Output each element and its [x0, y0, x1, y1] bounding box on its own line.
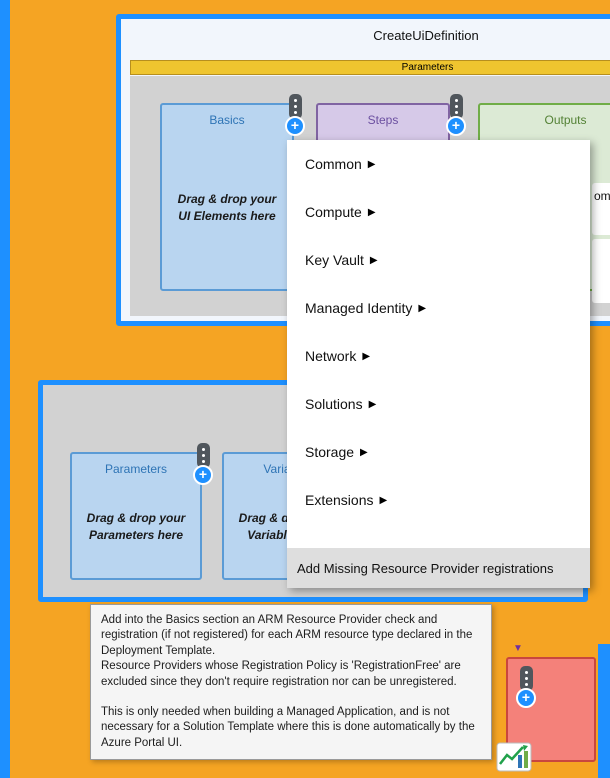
chart-icon[interactable]: [496, 742, 532, 772]
clipped-flyout-text: om: [594, 189, 610, 203]
submenu-arrow-icon: ▶: [367, 206, 376, 218]
parameters-label: Parameters: [104, 462, 168, 476]
tooltip-paragraph-1: Add into the Basics section an ARM Resou…: [101, 614, 473, 657]
panel-title: CreateUiDefinition: [373, 28, 479, 43]
insert-handle-basics-steps[interactable]: +: [285, 94, 305, 136]
add-element-button[interactable]: +: [446, 116, 466, 136]
menu-spacer: [287, 524, 590, 548]
steps-label: Steps: [367, 113, 399, 127]
add-element-button[interactable]: +: [516, 688, 536, 708]
menu-item-label: Compute: [305, 204, 362, 220]
submenu-arrow-icon: ▶: [362, 350, 371, 362]
menu-item-label: Common: [305, 156, 362, 172]
submenu-arrow-icon: ▶: [418, 302, 427, 314]
menu-item-network[interactable]: Network ▶: [287, 332, 590, 380]
menu-item-add-missing-rp-registrations[interactable]: Add Missing Resource Provider registrati…: [287, 548, 590, 588]
clipped-panel-edge: [598, 644, 610, 778]
drag-dots-icon[interactable]: [519, 666, 533, 691]
add-element-button[interactable]: +: [285, 116, 305, 136]
tooltip: Add into the Basics section an ARM Resou…: [90, 604, 492, 761]
add-element-button[interactable]: +: [193, 465, 213, 485]
menu-item-common[interactable]: Common ▶: [287, 140, 590, 188]
parameters-hint: Drag & drop your Parameters here: [86, 511, 186, 542]
outputs-label: Outputs: [544, 113, 587, 127]
menu-item-managed-identity[interactable]: Managed Identity ▶: [287, 284, 590, 332]
menu-item-label: Managed Identity: [305, 300, 413, 316]
drag-dots-icon[interactable]: [196, 443, 210, 468]
menu-item-key-vault[interactable]: Key Vault ▶: [287, 236, 590, 284]
basics-dropzone[interactable]: Basics Drag & drop your UI Elements here: [160, 103, 294, 291]
drag-dots-icon[interactable]: [449, 94, 463, 119]
left-edge-panel: [0, 0, 10, 778]
element-context-menu: Common ▶ Compute ▶ Key Vault ▶ Managed I…: [287, 140, 590, 588]
drag-dots-icon[interactable]: [288, 94, 302, 119]
insert-handle-steps-outputs[interactable]: +: [446, 94, 466, 136]
submenu-arrow-icon: ▶: [368, 398, 377, 410]
submenu-arrow-icon: ▶: [360, 446, 368, 458]
menu-item-label: Key Vault: [305, 252, 364, 268]
tooltip-paragraph-3: This is only needed when building a Mana…: [101, 706, 475, 749]
menu-item-compute[interactable]: Compute ▶: [287, 188, 590, 236]
dropdown-triangle-icon[interactable]: ▼: [513, 643, 523, 654]
parameters-header-bar[interactable]: Parameters: [130, 60, 610, 75]
menu-item-label: Solutions: [305, 396, 363, 412]
basics-label: Basics: [209, 113, 245, 127]
insert-handle-parameters-variables[interactable]: +: [193, 443, 213, 485]
menu-item-solutions[interactable]: Solutions ▶: [287, 380, 590, 428]
menu-item-label: Storage: [305, 444, 355, 460]
basics-hint: Drag & drop your UI Elements here: [177, 192, 277, 223]
submenu-arrow-icon: ▶: [369, 254, 378, 266]
parameters-dropzone[interactable]: Parameters Drag & drop your Parameters h…: [70, 452, 202, 580]
insert-handle-resource[interactable]: +: [516, 666, 536, 708]
submenu-arrow-icon: ▶: [367, 158, 376, 170]
menu-item-label: Extensions: [305, 492, 374, 508]
submenu-arrow-icon: ▶: [379, 494, 388, 506]
tooltip-paragraph-2: Resource Providers whose Registration Po…: [101, 660, 461, 688]
menu-item-label: Network: [305, 348, 357, 364]
clipped-flyout-item[interactable]: [592, 239, 610, 303]
menu-item-storage[interactable]: Storage ▶: [287, 428, 590, 476]
parameters-header-label: Parameters: [401, 62, 454, 73]
clipped-flyout-item[interactable]: om: [592, 183, 610, 235]
menu-item-extensions[interactable]: Extensions ▶: [287, 476, 590, 524]
